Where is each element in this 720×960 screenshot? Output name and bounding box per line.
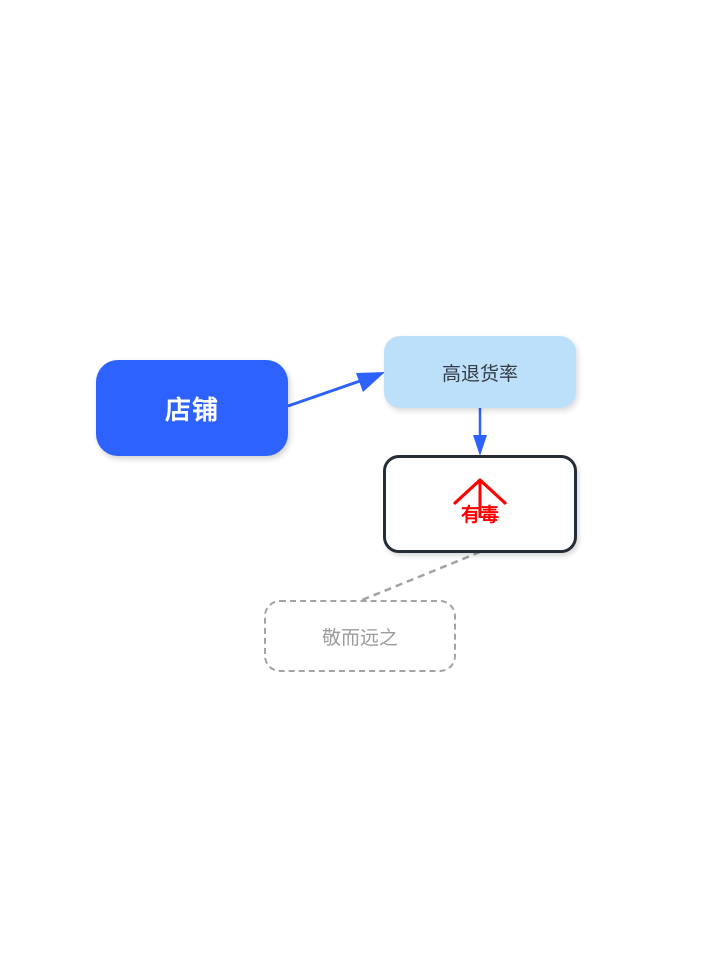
node-sub-label: 高退货率: [441, 362, 518, 385]
edge-leaf-to-floating: [361, 550, 481, 602]
edge-root-to-sub: [287, 372, 385, 408]
node-leaf-label: 有毒: [460, 504, 499, 526]
leaf-content: 有毒: [450, 476, 510, 532]
node-high-return-rate[interactable]: 高退货率: [384, 336, 576, 408]
node-root-store[interactable]: 店铺: [96, 360, 288, 456]
node-floating-label: 敬而远之: [321, 626, 398, 649]
arrow-up-icon: [453, 478, 507, 518]
node-toxic[interactable]: 有毒: [383, 455, 577, 553]
node-root-label: 店铺: [164, 395, 219, 426]
node-floating-keep-distance[interactable]: 敬而远之: [264, 600, 456, 672]
edge-sub-to-leaf: [473, 408, 487, 456]
